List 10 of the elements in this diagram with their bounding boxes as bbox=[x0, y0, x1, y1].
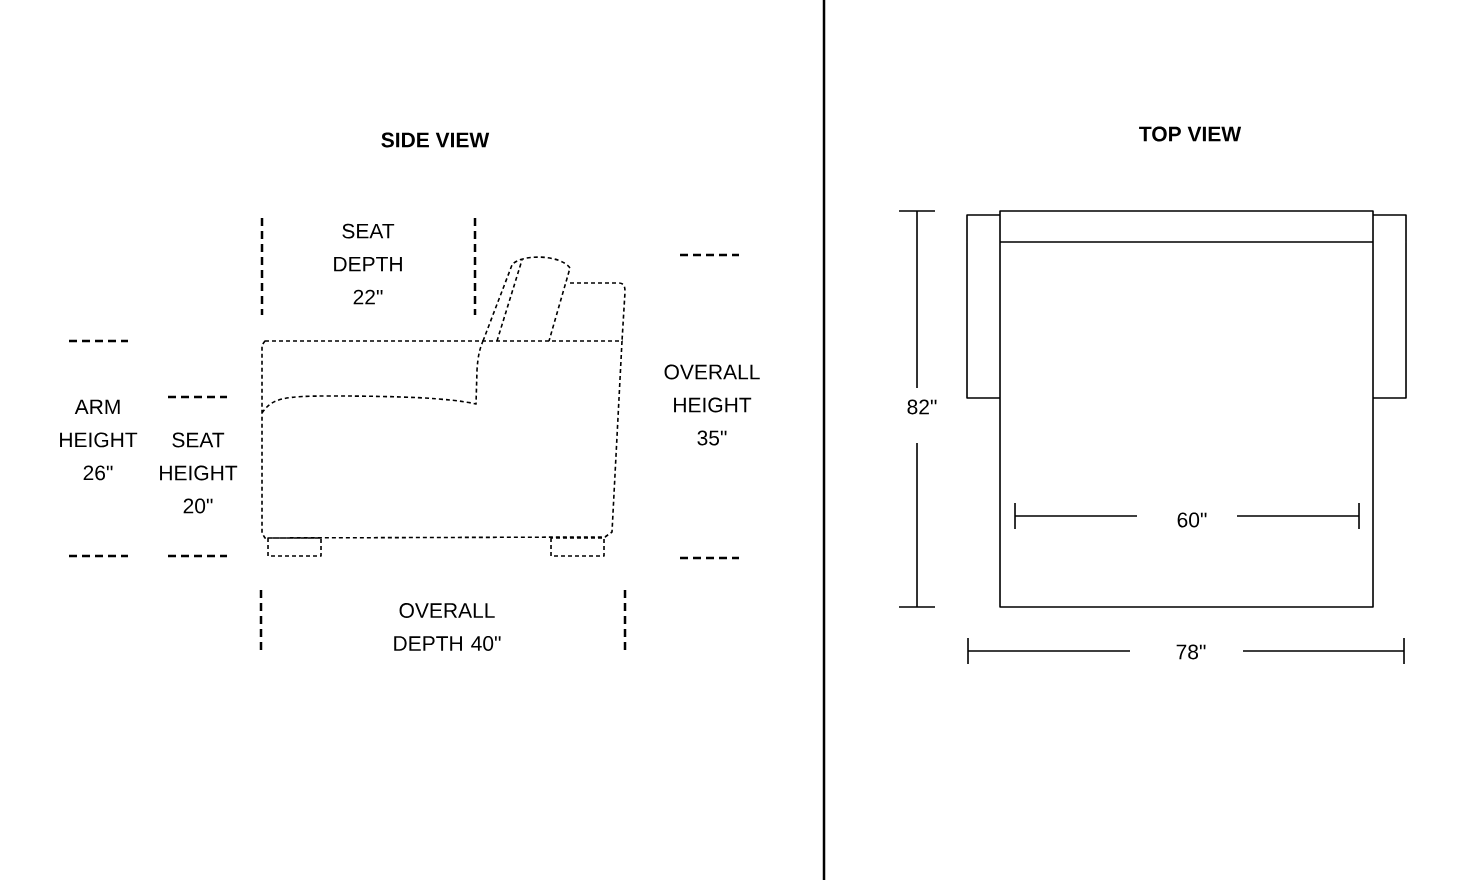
dimension-label: OVERALL HEIGHT 35" bbox=[664, 364, 760, 446]
view-heading: SIDE VIEW bbox=[381, 132, 490, 148]
dimension-label: ARM HEIGHT 26" bbox=[60, 399, 138, 481]
dimension-label: OVERALL DEPTH 40" bbox=[394, 603, 501, 651]
dimension-label: SEAT HEIGHT 20" bbox=[160, 432, 238, 514]
dimension-label: SEAT DEPTH 22" bbox=[334, 223, 402, 305]
dimension-label: 60" bbox=[1177, 512, 1207, 528]
view-heading: TOP VIEW bbox=[1139, 126, 1242, 142]
dimension-label: 82" bbox=[907, 399, 937, 415]
dimension-label: 78" bbox=[1176, 644, 1206, 660]
